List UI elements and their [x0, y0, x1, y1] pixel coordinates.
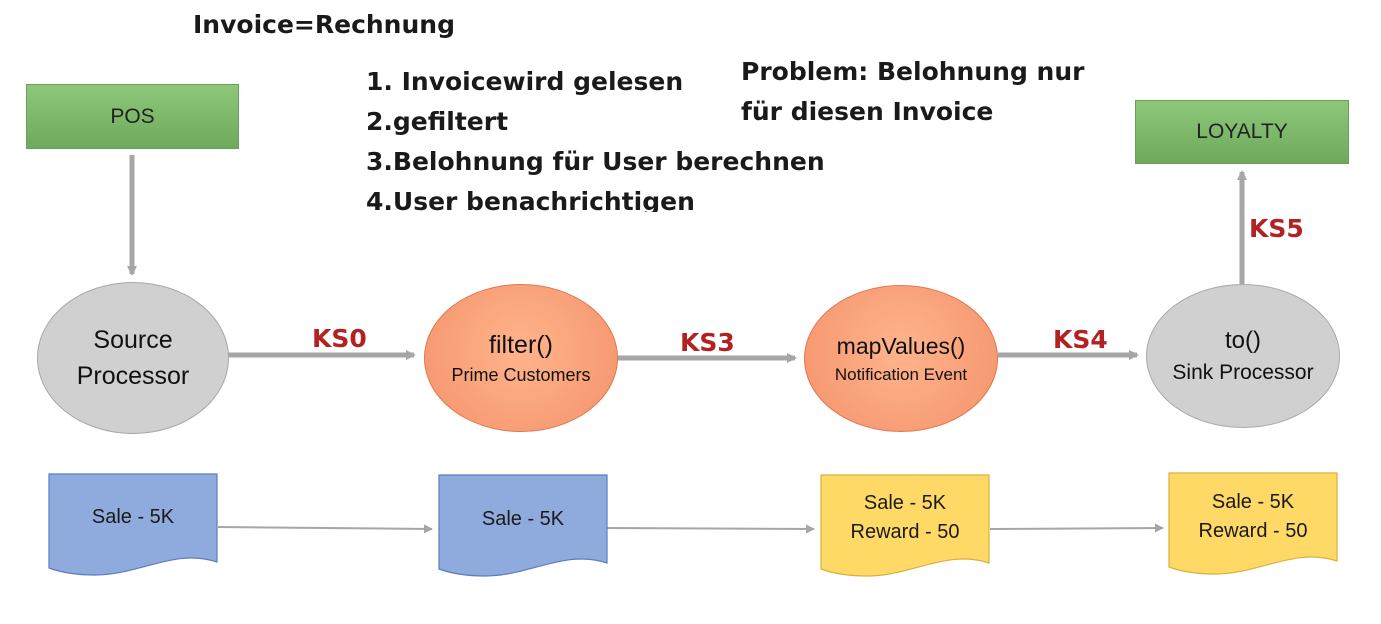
doc-4-line-2: Reward - 50: [1198, 520, 1308, 542]
filter-sub: Prime Customers: [451, 365, 591, 385]
step-2: 2.gefiltert: [366, 107, 509, 136]
doc-3-line-1: Sale - 5K: [863, 492, 947, 514]
map-name: mapValues(): [836, 332, 966, 359]
step-3: 3.Belohnung für User berechnen: [366, 147, 825, 176]
doc-3-line-2: Reward - 50: [850, 521, 960, 543]
label-ks0: KS0: [312, 324, 367, 353]
doc-shape-1: [48, 473, 218, 576]
doc-4-line-1: Sale - 5K: [1211, 491, 1295, 513]
label-ks4: KS4: [1053, 325, 1108, 354]
label-ks5: KS5: [1249, 214, 1304, 243]
step-1: 1. Invoicewird gelesen: [366, 67, 684, 96]
doc-shape-3: [820, 474, 990, 577]
doc-arrow-1: [217, 524, 433, 534]
doc-2-line-1: Sale - 5K: [481, 508, 565, 530]
loyalty-node: LOYALTY: [1135, 100, 1349, 164]
problem-line-1: Problem: Belohnung nur: [741, 57, 1085, 86]
doc-4: Sale - 5K Reward - 50: [1169, 488, 1337, 546]
doc-1-line-1: Sale - 5K: [91, 506, 175, 528]
doc-1: Sale - 5K: [49, 503, 217, 532]
pos-node: POS: [26, 84, 239, 149]
filter-node: filter() Prime Customers: [424, 284, 618, 432]
map-sub: Notification Event: [834, 364, 968, 384]
sink-name: to(): [1225, 327, 1261, 354]
doc-shape-4: [1168, 472, 1338, 575]
doc-2: Sale - 5K: [439, 505, 607, 534]
page-title: Invoice=Rechnung: [193, 10, 455, 39]
blank-patch: [627, 212, 802, 340]
doc-arrow-3: [989, 523, 1164, 533]
sink-processor-node: to() Sink Processor: [1146, 284, 1340, 428]
map-values-node: mapValues() Notification Event: [804, 285, 998, 432]
doc-shape-2: [438, 474, 608, 577]
source-processor-node: Source Processor: [37, 282, 229, 434]
sink-sub: Sink Processor: [1172, 361, 1314, 384]
source-label-1: Source: [93, 326, 173, 354]
problem-line-2: für diesen Invoice: [741, 97, 994, 126]
label-ks3: KS3: [680, 328, 735, 357]
doc-arrow-2: [606, 524, 815, 534]
filter-name: filter(): [489, 331, 553, 359]
doc-3: Sale - 5K Reward - 50: [821, 489, 989, 547]
problem-note: Problem: Belohnung nur für diesen Invoic…: [741, 52, 1084, 132]
source-label-2: Processor: [76, 362, 190, 390]
steps-list: 1. Invoicewird gelesen 2.gefiltert 3.Bel…: [366, 62, 825, 222]
step-4: 4.User benachrichtigen: [366, 187, 695, 216]
